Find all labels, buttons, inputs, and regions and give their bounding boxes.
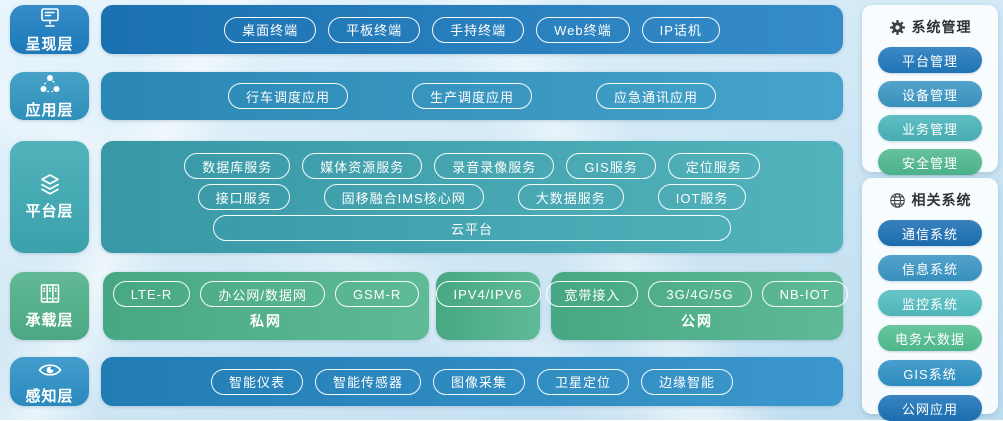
layer-label: 呈现层 (25, 35, 74, 53)
pill-iot-service: IOT服务 (657, 184, 747, 210)
layers-icon (37, 173, 63, 197)
layer-label: 承载层 (25, 312, 74, 329)
gear-icon (889, 19, 906, 36)
layer-label: 感知层 (25, 387, 74, 405)
layer-box-application: 应用层 (10, 72, 89, 120)
pill-ipv4-ipv6: IPV4/IPV6 (435, 281, 541, 307)
pill-edge-intelligence: 边缘智能 (641, 368, 734, 395)
pill-positioning-service: 定位服务 (667, 153, 760, 179)
pill-satellite-positioning: 卫星定位 (537, 368, 630, 395)
layer-box-perception: 感知层 (10, 357, 89, 406)
platform-band: 数据库服务 媒体资源服务 录音录像服务 GIS服务 定位服务 接口服务 固移融合… (101, 141, 843, 253)
button-device-management: 设备管理 (878, 81, 982, 107)
pill-smart-meter: 智能仪表 (210, 368, 303, 395)
button-gis-system: GIS系统 (878, 360, 982, 386)
pill-train-dispatch-app: 行车调度应用 (227, 83, 348, 109)
public-network-box: 宽带接入 3G/4G/5G NB-IOT 公网 (546, 272, 848, 340)
system-management-card: 系统管理 平台管理 设备管理 业务管理 安全管理 (862, 5, 998, 175)
layer-box-platform: 平台层 (10, 141, 89, 253)
related-systems-title-row: 相关系统 (862, 190, 998, 210)
ip-protocol-box: IPV4/IPV6 (435, 272, 541, 340)
pill-web-terminal: Web终端 (536, 16, 630, 43)
layer-label: 平台层 (25, 203, 74, 220)
button-monitoring-system: 监控系统 (878, 290, 982, 316)
pill-ims-core-network: 固移融合IMS核心网 (323, 184, 484, 210)
pill-office-data-network: 办公网/数据网 (200, 281, 325, 307)
platform-services-row-2: 接口服务 固移融合IMS核心网 大数据服务 IOT服务 (197, 184, 747, 210)
platform-services-row-1: 数据库服务 媒体资源服务 录音录像服务 GIS服务 定位服务 (184, 153, 760, 179)
eye-icon (37, 358, 63, 382)
server-icon (38, 282, 62, 306)
related-systems-card: 相关系统 通信系统 信息系统 监控系统 电务大数据 GIS系统 公网应用 (862, 178, 998, 421)
button-public-network-app: 公网应用 (878, 395, 982, 421)
pill-gsm-r: GSM-R (334, 281, 420, 307)
pill-image-capture: 图像采集 (432, 368, 525, 395)
system-management-title: 系统管理 (911, 19, 972, 35)
bearer-band: LTE-R 办公网/数据网 GSM-R 私网 IPV4/IPV6 宽带接入 3G… (101, 272, 848, 340)
pill-smart-sensor: 智能传感器 (314, 368, 421, 395)
button-communication-system: 通信系统 (878, 220, 982, 246)
related-systems-title: 相关系统 (911, 192, 972, 208)
pill-bigdata-service: 大数据服务 (517, 184, 624, 210)
pill-broadband-access: 宽带接入 (546, 281, 639, 307)
button-security-management: 安全管理 (878, 149, 982, 175)
system-management-title-row: 系统管理 (862, 17, 998, 37)
button-business-management: 业务管理 (878, 115, 982, 141)
pill-desktop-terminal: 桌面终端 (224, 16, 317, 43)
pill-emergency-comm-app: 应急通讯应用 (596, 83, 717, 109)
pill-media-resource-service: 媒体资源服务 (302, 153, 423, 179)
presentation-band: 桌面终端 平板终端 手持终端 Web终端 IP话机 (101, 5, 843, 54)
pill-ip-phone: IP话机 (641, 16, 720, 43)
public-network-label: 公网 (681, 313, 713, 329)
private-network-box: LTE-R 办公网/数据网 GSM-R 私网 (103, 272, 429, 340)
layer-label: 应用层 (25, 102, 74, 119)
private-network-label: 私网 (250, 313, 282, 329)
pill-nb-iot: NB-IOT (761, 281, 848, 307)
globe-icon (889, 192, 906, 209)
share-icon (38, 72, 62, 96)
pill-interface-service: 接口服务 (197, 184, 290, 210)
pill-gis-service: GIS服务 (566, 153, 656, 179)
pill-3g4g5g: 3G/4G/5G (648, 281, 752, 307)
pill-database-service: 数据库服务 (184, 153, 291, 179)
pill-handheld-terminal: 手持终端 (432, 16, 525, 43)
application-band: 行车调度应用 生产调度应用 应急通讯应用 (101, 72, 843, 120)
perception-band: 智能仪表 智能传感器 图像采集 卫星定位 边缘智能 (101, 357, 843, 406)
button-platform-management: 平台管理 (878, 47, 982, 73)
layer-box-presentation: 呈现层 (10, 5, 89, 54)
button-electric-bigdata: 电务大数据 (878, 325, 982, 351)
pill-cloud-platform: 云平台 (213, 215, 731, 241)
monitor-icon (38, 6, 62, 30)
layer-box-bearer: 承载层 (10, 272, 89, 340)
button-information-system: 信息系统 (878, 255, 982, 281)
public-network-pills: 宽带接入 3G/4G/5G NB-IOT (546, 281, 848, 307)
pill-lte-r: LTE-R (112, 281, 191, 307)
pill-tablet-terminal: 平板终端 (328, 16, 421, 43)
private-network-pills: LTE-R 办公网/数据网 GSM-R (112, 281, 420, 307)
pill-recording-service: 录音录像服务 (434, 153, 555, 179)
pill-production-dispatch-app: 生产调度应用 (411, 83, 532, 109)
